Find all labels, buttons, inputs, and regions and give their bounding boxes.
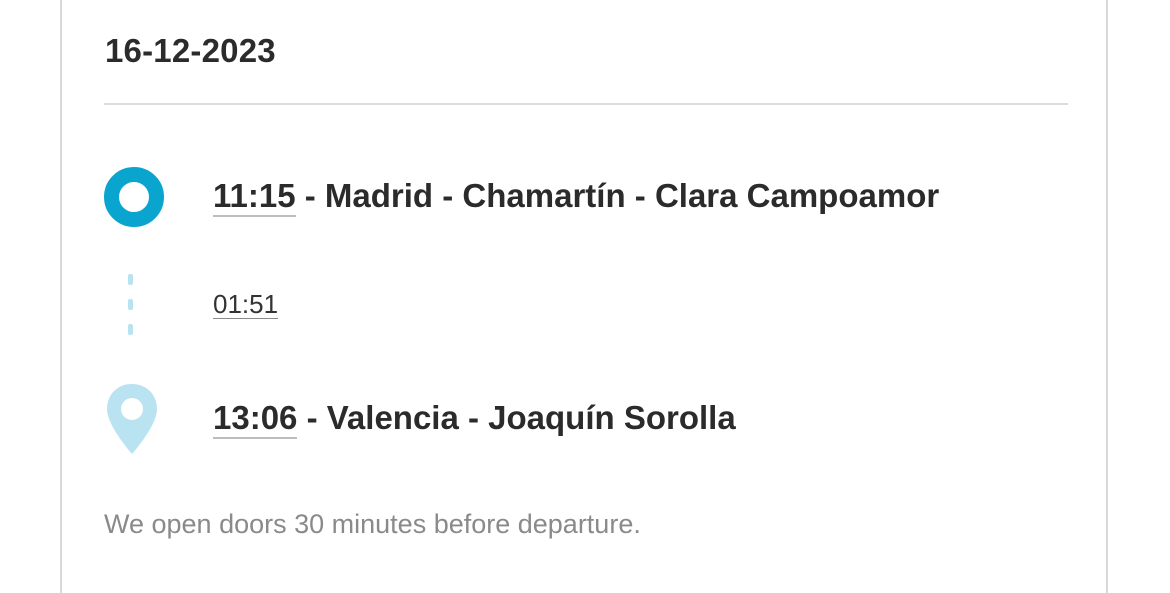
journey-date: 16-12-2023 (105, 32, 276, 69)
destination-separator: - (297, 399, 327, 436)
destination-station: Valencia - Joaquín Sorolla (326, 399, 736, 436)
destination-stop: 13:06 - Valencia - Joaquín Sorolla (213, 399, 736, 439)
origin-separator: - (295, 177, 325, 214)
destination-time-link[interactable]: 13:06 (213, 399, 298, 439)
origin-station: Madrid - Chamartín - Clara Campoamor (324, 177, 940, 214)
journey-duration[interactable]: 01:51 (213, 289, 279, 319)
divider (104, 103, 1068, 105)
map-pin-icon (107, 384, 157, 454)
origin-time-link[interactable]: 11:15 (213, 177, 296, 217)
origin-circle-icon (104, 167, 164, 227)
boarding-note: We open doors 30 minutes before departur… (104, 509, 641, 539)
origin-stop: 11:15 - Madrid - Chamartín - Clara Campo… (213, 177, 940, 217)
route-dashed-line (128, 274, 133, 336)
journey-card: 16-12-2023 11:15 - Madrid - Chamartín - … (60, 0, 1108, 593)
